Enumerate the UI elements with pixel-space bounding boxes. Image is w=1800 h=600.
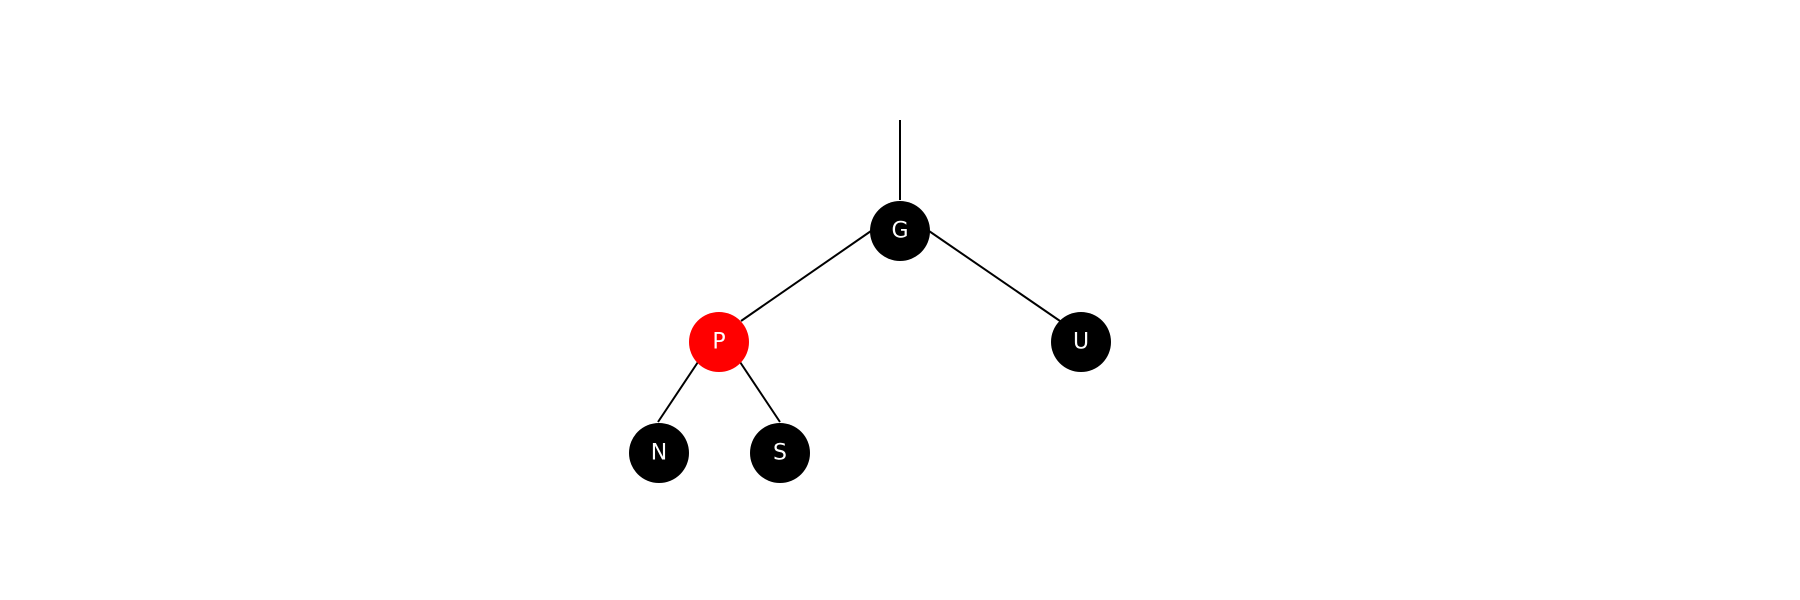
node-s-circle	[750, 423, 810, 483]
node-s-label: S	[773, 441, 787, 466]
node-u-circle	[1051, 312, 1111, 372]
node-u: U	[1051, 312, 1111, 372]
node-s: S	[750, 423, 810, 483]
node-n-label: N	[651, 441, 667, 466]
node-p: P	[689, 312, 749, 372]
edge-p-to-n	[657, 361, 699, 423]
node-g: G	[870, 201, 930, 261]
edge-g-to-p	[740, 230, 872, 322]
node-u-label: U	[1073, 330, 1089, 355]
node-n-circle	[629, 423, 689, 483]
edge-p-to-s	[739, 361, 781, 423]
node-g-circle	[870, 201, 930, 261]
node-p-label: P	[712, 330, 725, 355]
node-g-label: G	[891, 219, 908, 244]
node-n: N	[629, 423, 689, 483]
node-p-circle	[689, 312, 749, 372]
tree-nodes: G P U N S	[629, 201, 1111, 483]
edge-g-to-u	[928, 230, 1061, 322]
tree-edges	[657, 120, 1061, 423]
